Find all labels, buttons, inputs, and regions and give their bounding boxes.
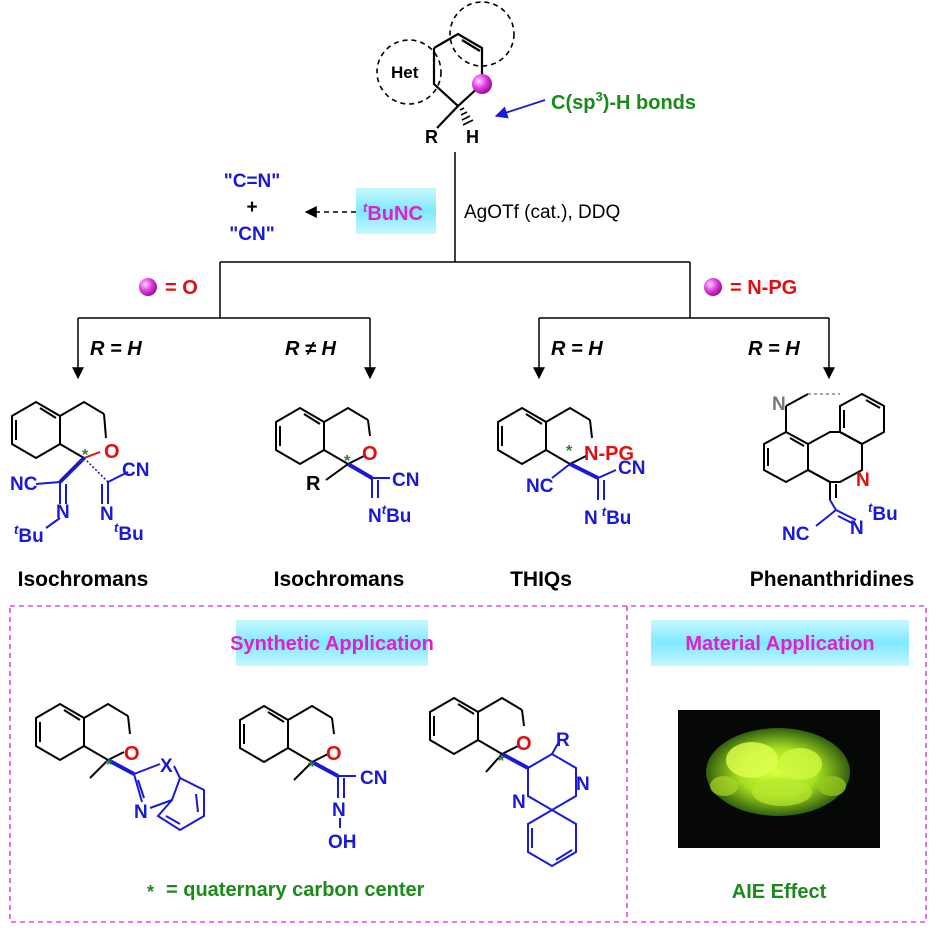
svg-text:R = H: R = H (551, 338, 603, 360)
svg-text:N: N (134, 802, 148, 823)
svg-text:R: R (425, 127, 438, 147)
synthetic-title: Synthetic Application (230, 633, 434, 655)
legend-text: = quaternary carbon center (166, 879, 425, 901)
applications-border (9, 605, 927, 923)
svg-text:*: * (344, 453, 351, 470)
ball-icon-right (704, 278, 722, 296)
tbu-group: tBu (14, 522, 44, 547)
isocyanide-label: tBuNC (363, 200, 423, 225)
reagents: "C=N" + "CN" tBuNC AgOTf (cat.), DDQ (224, 171, 621, 245)
fused-ring-dashed (449, 1, 515, 67)
svg-text:NC: NC (782, 524, 810, 545)
svg-text:*: * (106, 757, 113, 774)
svg-text:OH: OH (328, 832, 357, 853)
svg-text:= O: = O (165, 277, 198, 299)
svg-text:R ≠ H: R ≠ H (285, 338, 337, 360)
svg-text:O: O (516, 733, 532, 755)
substrate-structure: Het R H C(sp3)-H bonds (376, 1, 696, 147)
svg-text:R = H: R = H (90, 338, 142, 360)
application-example-2: O * CN N OH (239, 704, 387, 853)
product-name-1: Isochromans (18, 568, 149, 591)
product-phenanthridine: N N NC N tBu (763, 392, 898, 545)
svg-text:NC: NC (10, 474, 38, 495)
svg-text:H: H (466, 127, 479, 147)
product-isochroman-1: O * NC CN N N tBu tBu (10, 400, 149, 547)
tbu-group: tBu (868, 500, 898, 525)
svg-text:N: N (850, 518, 864, 539)
product-name-2: Isochromans (274, 568, 405, 591)
product-name-3: THIQs (510, 568, 572, 591)
synthetic-title-box (236, 620, 428, 666)
svg-text:"C=N": "C=N" (224, 171, 281, 192)
svg-text:*: * (308, 759, 315, 776)
branch-labels: = O = N-PG R = H R ≠ H R = H R = H (90, 277, 800, 360)
svg-text:O: O (326, 743, 342, 765)
svg-text:X: X (160, 756, 173, 777)
svg-text:CN: CN (360, 768, 387, 789)
material-title-box (651, 620, 909, 666)
svg-text:N: N (576, 774, 590, 795)
heteroatom-ball (472, 74, 492, 94)
svg-text:= N-PG: = N-PG (730, 277, 797, 299)
svg-text:N: N (56, 502, 70, 523)
application-example-1: O * X N (35, 702, 205, 832)
svg-text:*: * (498, 753, 505, 770)
isocyanide-box (356, 188, 436, 234)
application-example-3: O * R N N (429, 696, 590, 868)
legend-star: * (147, 882, 154, 902)
svg-text:CN: CN (618, 458, 645, 479)
product-name-4: Phenanthridines (750, 568, 915, 591)
svg-text:N: N (100, 504, 114, 525)
svg-text:N: N (856, 470, 870, 491)
branch-lines (72, 152, 835, 380)
svg-text:R: R (556, 730, 570, 751)
svg-text:N: N (512, 792, 526, 813)
tbu-group: tBu (114, 520, 144, 545)
ball-icon-left (139, 278, 157, 296)
svg-text:O: O (362, 443, 378, 465)
svg-text:+: + (246, 197, 257, 218)
n-tbu: NtBu (368, 502, 411, 527)
svg-text:R = H: R = H (748, 338, 800, 360)
svg-text:NC: NC (526, 476, 554, 497)
svg-text:R: R (306, 473, 321, 495)
svg-text:O: O (124, 743, 140, 765)
bond-label: C(sp3)-H bonds (551, 89, 696, 114)
product-isochroman-2: O * R CN NtBu (275, 406, 419, 527)
svg-text:*: * (566, 443, 573, 460)
svg-text:CN: CN (392, 470, 419, 491)
het-ring-dashed (376, 39, 442, 105)
svg-text:O: O (104, 441, 120, 463)
svg-text:N-PG: N-PG (584, 443, 634, 465)
svg-text:"CN": "CN" (229, 224, 274, 245)
svg-text:N: N (332, 800, 346, 821)
aie-label: AIE Effect (732, 881, 827, 903)
svg-text:AgOTf (cat.), DDQ: AgOTf (cat.), DDQ (464, 202, 620, 223)
svg-text:N: N (772, 394, 786, 415)
material-title: Material Application (685, 633, 874, 655)
svg-text:Het: Het (391, 63, 419, 82)
aie-photo (678, 710, 880, 848)
svg-text:*: * (82, 447, 89, 464)
svg-text:CN: CN (122, 460, 149, 481)
